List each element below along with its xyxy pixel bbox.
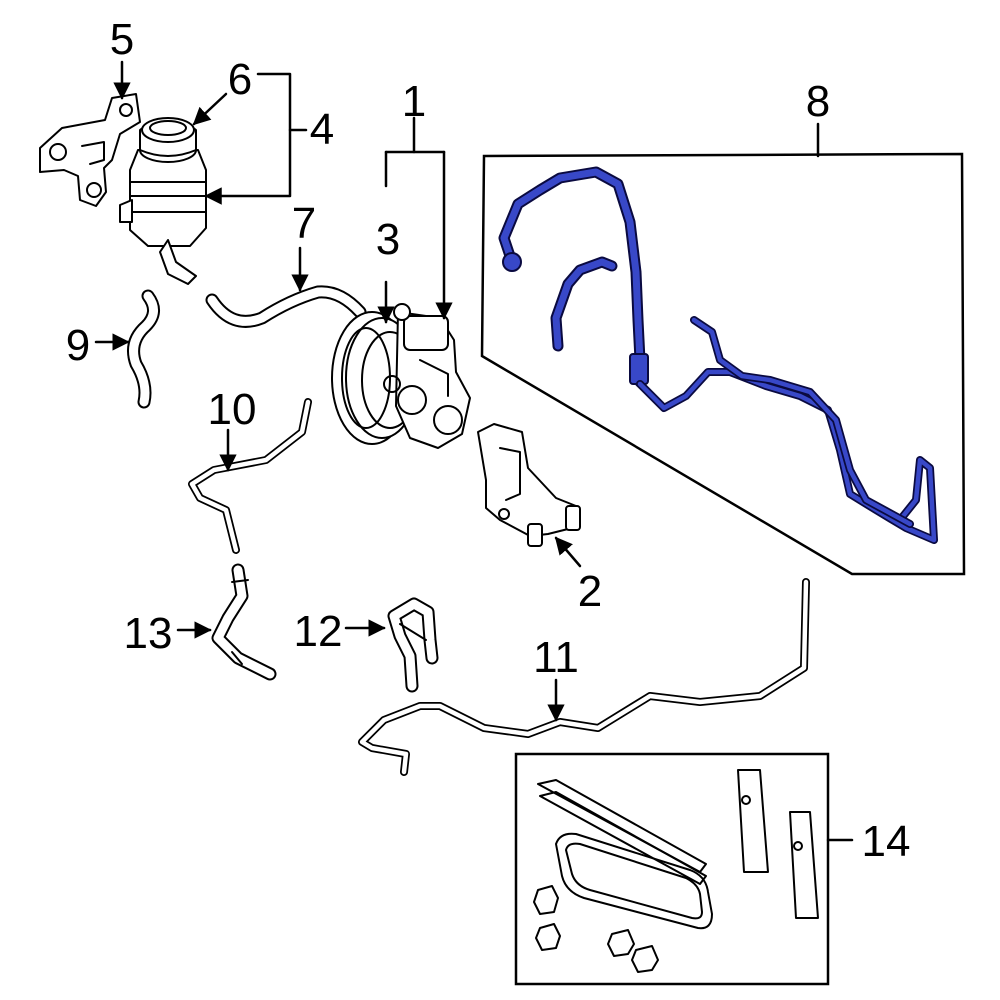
callout-2: 2 <box>578 567 602 616</box>
seal-kit-part-14[interactable] <box>514 752 830 986</box>
hose-part-12[interactable] <box>387 597 439 693</box>
hose-part-9[interactable] <box>127 289 160 409</box>
reservoir-cap-part-6[interactable] <box>149 120 187 136</box>
callout-12: 12 <box>294 607 343 656</box>
hose-part-13[interactable] <box>211 563 277 681</box>
hose-part-7[interactable] <box>205 285 367 328</box>
callout-10: 10 <box>208 385 257 434</box>
callout-3: 3 <box>376 215 400 264</box>
callout-8: 8 <box>806 77 830 126</box>
pressure-hose-part-8[interactable] <box>480 152 966 576</box>
pulley-part-3[interactable] <box>341 327 391 429</box>
callout-5: 5 <box>110 15 134 64</box>
pump-bracket-part-2[interactable] <box>477 423 581 547</box>
callout-4: 4 <box>310 105 334 154</box>
reservoir-part-4[interactable] <box>119 117 207 285</box>
tube-part-10[interactable] <box>188 398 312 554</box>
callout-labels: 1 2 3 4 5 6 7 8 9 10 11 12 13 14 <box>66 15 911 866</box>
callout-13: 13 <box>124 609 173 658</box>
callout-11: 11 <box>533 633 579 682</box>
callout-14: 14 <box>862 817 911 866</box>
callout-7: 7 <box>292 199 316 248</box>
tube-part-11[interactable] <box>358 578 810 776</box>
callout-6: 6 <box>228 55 252 104</box>
bracket-part-5[interactable] <box>39 93 141 207</box>
leader-lines <box>94 60 854 842</box>
pump-part-1[interactable] <box>331 303 471 449</box>
callout-9: 9 <box>66 321 90 370</box>
callout-1: 1 <box>402 77 426 126</box>
